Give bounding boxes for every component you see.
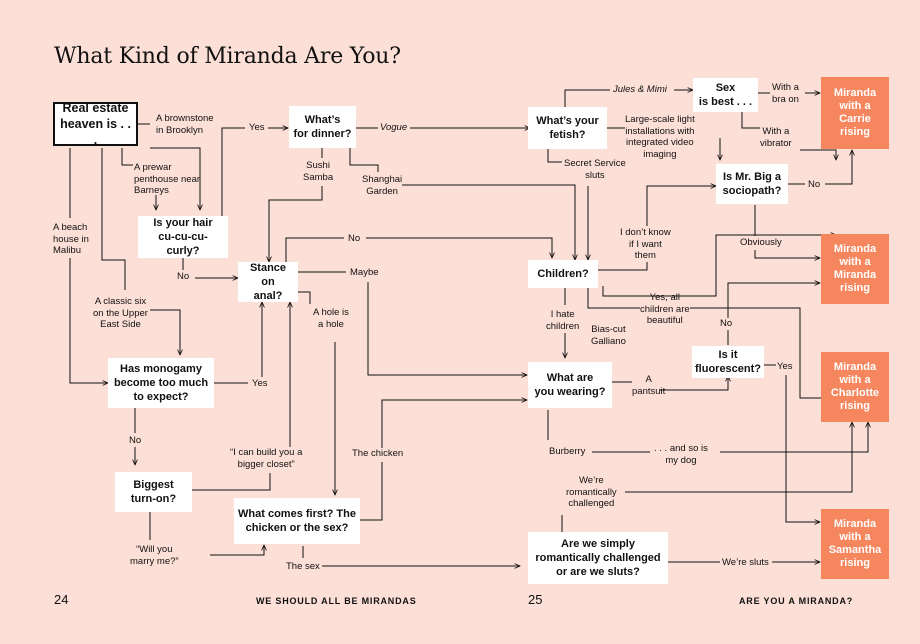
node-children: Children? <box>528 260 598 288</box>
answer-yes-mono: Yes <box>252 378 268 389</box>
left-running-title: WE SHOULD ALL BE MIRANDAS <box>256 596 417 606</box>
result-miranda: Miranda with a Miranda rising <box>821 234 889 304</box>
answer-closet: “I can build you a bigger closet” <box>230 447 303 470</box>
answer-no-stance: No <box>348 233 361 244</box>
node-chicken: What comes first? The chicken or the sex… <box>234 498 360 544</box>
answer-the-sex: The sex <box>286 561 320 572</box>
answer-sushi: Sushi Samba <box>303 160 334 183</box>
node-turn-on: Biggest turn-on? <box>115 472 192 512</box>
node-sex-best: Sex is best . . . <box>693 78 758 112</box>
result-carrie: Miranda with a Carrie rising <box>821 77 889 149</box>
node-wearing: What are you wearing? <box>528 362 612 408</box>
answer-shanghai: Shanghai Garden <box>362 174 403 197</box>
left-page-number: 24 <box>54 592 69 607</box>
answer-obviously: Obviously <box>740 237 782 248</box>
answer-marry: “Will you marry me?” <box>130 544 179 567</box>
answer-no-fluor: No <box>720 318 733 329</box>
answer-classic-six: A classic six on the Upper East Side <box>93 296 148 330</box>
answer-no-big: No <box>808 179 821 190</box>
answer-jules: Jules & Mimi <box>613 84 667 95</box>
node-monogamy: Has monogamy become too much to expect? <box>108 358 214 408</box>
right-running-title: ARE YOU A MIRANDA? <box>739 596 854 606</box>
answer-burberry: Burberry <box>549 446 586 457</box>
node-challenged: Are we simply romantically challenged or… <box>528 532 668 584</box>
result-samantha: Miranda with a Samantha rising <box>821 509 889 579</box>
answer-installations: Large-scale light installations with int… <box>625 114 695 160</box>
node-fetish: What’s your fetish? <box>528 107 607 149</box>
answer-vibrator: With a vibrator <box>760 126 792 149</box>
result-charlotte: Miranda with a Charlotte rising <box>821 352 889 422</box>
node-big: Is Mr. Big a sociopath? <box>716 164 788 204</box>
node-real-estate: Real estate heaven is . . . <box>53 101 138 147</box>
answer-hate-children: I hate children <box>546 309 580 332</box>
answer-romantically: We’re romantically challenged <box>566 475 617 509</box>
node-fluorescent: Is it fluorescent? <box>692 346 764 378</box>
node-dinner: What’s for dinner? <box>289 106 356 148</box>
answer-sluts: We’re sluts <box>722 557 769 568</box>
answer-secret-service: Secret Service sluts <box>564 158 626 181</box>
answer-hole: A hole is a hole <box>313 307 349 330</box>
answer-yes-fluor: Yes <box>777 361 793 372</box>
answer-bias-cut: Bias-cut Galliano <box>591 324 626 347</box>
answer-the-chicken: The chicken <box>352 448 404 459</box>
answer-vogue: Vogue <box>380 122 408 133</box>
node-stance: Stance on anal? <box>238 262 298 302</box>
right-page-number: 25 <box>528 592 543 607</box>
page-title: What Kind of Miranda Are You? <box>54 44 401 69</box>
answer-no-hair: No <box>177 271 190 282</box>
answer-dog: . . . and so is my dog <box>654 443 708 466</box>
answer-all-children: Yes, all children are beautiful <box>640 292 690 326</box>
answer-prewar: A prewar penthouse near Barneys <box>134 162 201 196</box>
answer-beach: A beach house in Malibu <box>53 222 89 256</box>
answer-dont-know: I don’t know if I want them <box>620 227 671 261</box>
answer-yes-dinner: Yes <box>249 122 265 133</box>
answer-maybe: Maybe <box>350 267 379 278</box>
answer-brownstone: A brownstone in Brooklyn <box>156 113 214 136</box>
answer-pantsuit: A pantsuit <box>632 374 666 397</box>
node-hair: Is your hair cu-cu-cu-curly? <box>138 216 228 258</box>
answer-no-mono: No <box>129 435 142 446</box>
answer-bra: With a bra on <box>772 82 799 105</box>
